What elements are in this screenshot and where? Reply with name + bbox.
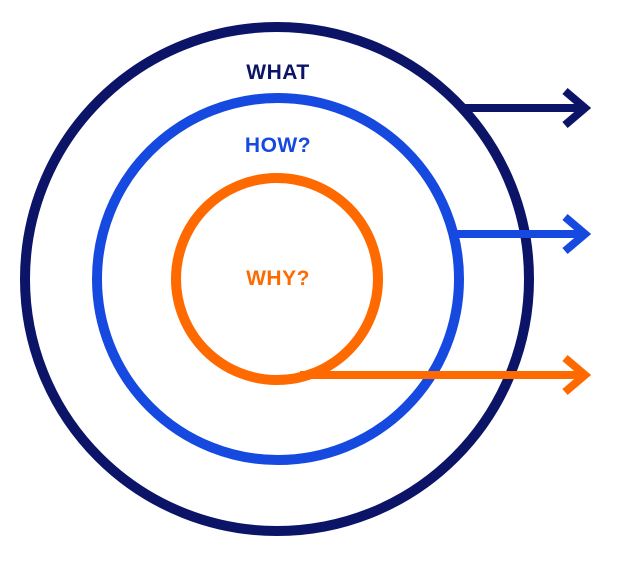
- how-ring: [92, 93, 464, 465]
- how-arrow-icon: [455, 213, 592, 255]
- what-label: WHAT: [246, 61, 309, 84]
- why-label: WHY?: [246, 267, 310, 290]
- why-ring: [171, 173, 383, 385]
- what-arrow-icon: [462, 87, 592, 129]
- why-arrow-icon: [300, 354, 592, 396]
- how-label: HOW?: [245, 134, 311, 157]
- what-ring: [20, 22, 534, 536]
